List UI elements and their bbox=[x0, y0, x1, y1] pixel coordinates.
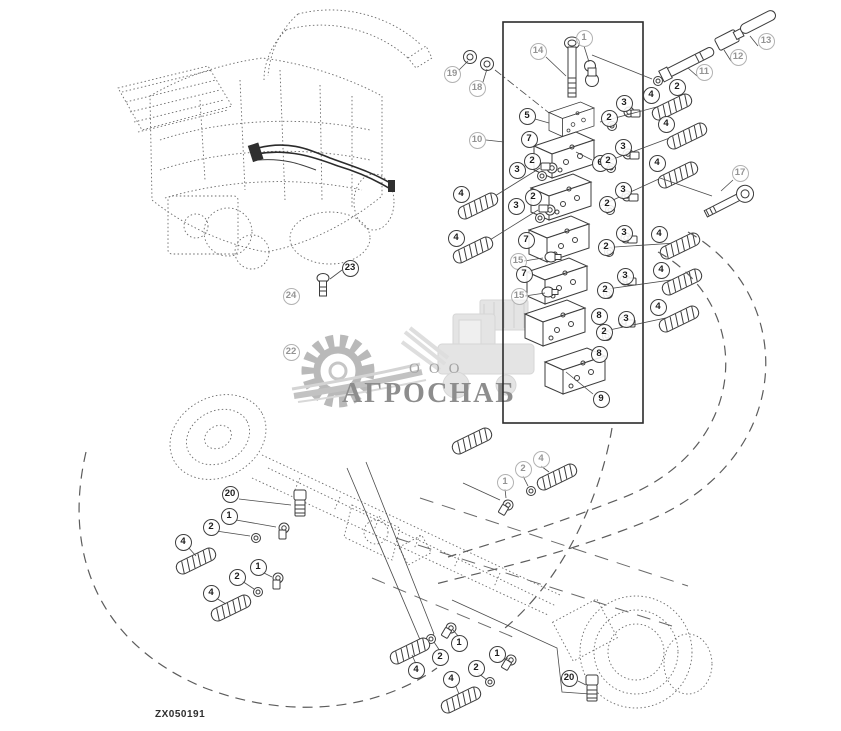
callout-4: 4 bbox=[652, 261, 670, 279]
callout-2: 2 bbox=[202, 518, 220, 536]
callout-2: 2 bbox=[599, 152, 617, 170]
callout-3: 3 bbox=[614, 181, 632, 199]
callout-2: 2 bbox=[668, 78, 686, 96]
callout-1: 1 bbox=[488, 645, 506, 663]
valve-stack-drawing bbox=[450, 36, 710, 395]
bolt-23 bbox=[316, 273, 330, 297]
callout-4: 4 bbox=[442, 670, 460, 688]
callout-5: 5 bbox=[518, 107, 536, 125]
callout-20: 20 bbox=[221, 485, 239, 503]
callout-4: 4 bbox=[648, 154, 666, 172]
callout-18: 18 bbox=[468, 79, 486, 97]
callout-15: 15 bbox=[509, 252, 527, 270]
callout-4: 4 bbox=[447, 229, 465, 247]
callout-2: 2 bbox=[431, 648, 449, 666]
callout-1: 1 bbox=[450, 634, 468, 652]
callout-2: 2 bbox=[600, 109, 618, 127]
callout-1: 1 bbox=[249, 558, 267, 576]
road-swoosh-icon bbox=[291, 362, 427, 403]
callout-4: 4 bbox=[657, 115, 675, 133]
watermark-graphic bbox=[291, 299, 535, 408]
leader-lines bbox=[187, 35, 759, 695]
callout-24: 24 bbox=[282, 287, 300, 305]
callout-2: 2 bbox=[524, 188, 542, 206]
callout-4: 4 bbox=[202, 584, 220, 602]
callout-3: 3 bbox=[508, 161, 526, 179]
callout-19: 19 bbox=[443, 65, 461, 83]
callout-8: 8 bbox=[590, 307, 608, 325]
callout-15: 15 bbox=[510, 287, 528, 305]
callout-17: 17 bbox=[731, 164, 749, 182]
callout-3: 3 bbox=[616, 267, 634, 285]
drawing-number: ZX050191 bbox=[155, 709, 206, 720]
callout-4: 4 bbox=[650, 225, 668, 243]
callout-7: 7 bbox=[517, 231, 535, 249]
callout-4: 4 bbox=[407, 661, 425, 679]
callout-4: 4 bbox=[649, 298, 667, 316]
callout-2: 2 bbox=[596, 281, 614, 299]
callout-13: 13 bbox=[757, 32, 775, 50]
callout-2: 2 bbox=[597, 238, 615, 256]
callout-2: 2 bbox=[467, 659, 485, 677]
callout-10: 10 bbox=[468, 131, 486, 149]
callout-4: 4 bbox=[174, 533, 192, 551]
harvester-icon bbox=[400, 299, 535, 399]
gear-icon bbox=[301, 334, 375, 408]
callout-2: 2 bbox=[598, 195, 616, 213]
axle-drawing bbox=[169, 394, 713, 709]
callout-1: 1 bbox=[575, 29, 593, 47]
callout-8: 8 bbox=[590, 345, 608, 363]
callout-1: 1 bbox=[496, 473, 514, 491]
watermark-company-name: АГРОСНАБ bbox=[342, 378, 516, 409]
callout-12: 12 bbox=[729, 48, 747, 66]
callout-3: 3 bbox=[507, 197, 525, 215]
callout-7: 7 bbox=[520, 130, 538, 148]
callout-4: 4 bbox=[452, 185, 470, 203]
callout-4: 4 bbox=[532, 450, 550, 468]
callout-2: 2 bbox=[595, 323, 613, 341]
callout-2: 2 bbox=[523, 152, 541, 170]
callout-4: 4 bbox=[642, 86, 660, 104]
bolt-17 bbox=[703, 184, 755, 218]
callout-3: 3 bbox=[614, 138, 632, 156]
hose-routing bbox=[78, 231, 767, 708]
callout-11: 11 bbox=[695, 63, 713, 81]
callout-1: 1 bbox=[220, 507, 238, 525]
callout-7: 7 bbox=[515, 265, 533, 283]
watermark-org-form: ООО bbox=[409, 361, 469, 377]
callout-3: 3 bbox=[617, 310, 635, 328]
callout-box bbox=[502, 21, 644, 424]
callout-3: 3 bbox=[615, 224, 633, 242]
callout-20: 20 bbox=[560, 669, 578, 687]
callout-22: 22 bbox=[282, 343, 300, 361]
engine-drawing bbox=[117, 9, 433, 297]
right-fittings-drawing bbox=[591, 10, 776, 218]
callout-2: 2 bbox=[228, 568, 246, 586]
callout-3: 3 bbox=[615, 94, 633, 112]
callout-23: 23 bbox=[341, 259, 359, 277]
callout-2: 2 bbox=[514, 460, 532, 478]
callout-14: 14 bbox=[529, 42, 547, 60]
callout-9: 9 bbox=[592, 390, 610, 408]
